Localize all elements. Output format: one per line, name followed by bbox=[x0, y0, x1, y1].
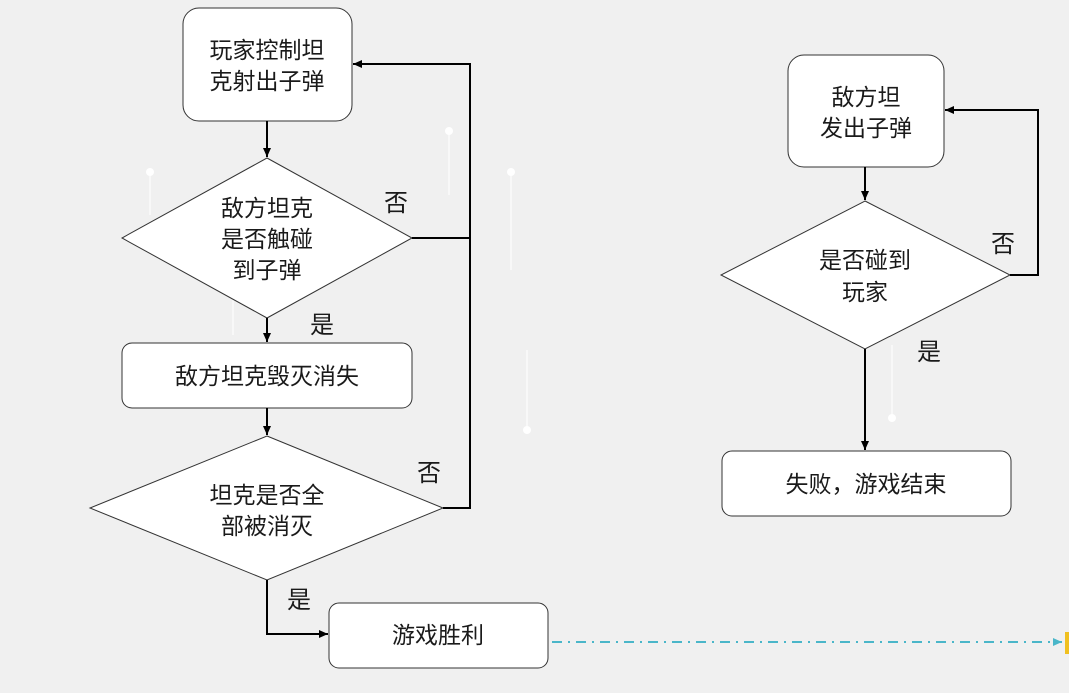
enemy-shoot-line-2: 发出子弹 bbox=[820, 116, 912, 142]
label-yes-hit-check: 是 bbox=[310, 311, 334, 339]
background-decoration bbox=[146, 127, 896, 434]
label-no-hit-player: 否 bbox=[991, 230, 1015, 258]
edge-all-to-victory bbox=[266, 580, 328, 638]
player-shoot-line-1: 玩家控制坦 bbox=[210, 38, 325, 64]
enemy-destroyed-text: 敌方坦克毁灭消失 bbox=[175, 364, 359, 390]
hit-player-diamond bbox=[719, 200, 1012, 350]
edge-hit-player-no-loop bbox=[945, 106, 1039, 276]
all-destroyed-line-1: 坦克是否全 bbox=[210, 483, 325, 509]
hit-check-line-3: 到子弹 bbox=[233, 258, 302, 284]
label-yes-hit-player: 是 bbox=[917, 338, 941, 366]
hit-player-line-1: 是否碰到 bbox=[819, 248, 911, 274]
defeat-text: 失败，游戏结束 bbox=[786, 472, 947, 498]
edge-check-no-loop bbox=[353, 60, 471, 239]
player-shoot-line-2: 克射出子弹 bbox=[210, 69, 325, 95]
enemy-shoot-box bbox=[787, 54, 945, 168]
all-destroyed-line-2: 部被消灭 bbox=[221, 514, 313, 540]
victory-box bbox=[328, 602, 549, 669]
offscreen-node-edge bbox=[1065, 632, 1069, 654]
label-no-all-destroyed: 否 bbox=[417, 459, 441, 487]
player-shoot-box bbox=[182, 7, 353, 122]
hit-check-line-1: 敌方坦克 bbox=[221, 196, 313, 222]
hit-player-line-2: 玩家 bbox=[842, 280, 888, 306]
victory-text: 游戏胜利 bbox=[392, 623, 484, 649]
defeat-box bbox=[721, 450, 1012, 517]
hit-check-line-2: 是否触碰 bbox=[221, 227, 313, 253]
label-no-hit-check: 否 bbox=[384, 189, 408, 217]
label-yes-all-destroyed: 是 bbox=[287, 586, 311, 614]
enemy-shoot-line-1: 敌方坦 bbox=[832, 85, 901, 111]
edge-all-no-loop bbox=[443, 238, 471, 509]
